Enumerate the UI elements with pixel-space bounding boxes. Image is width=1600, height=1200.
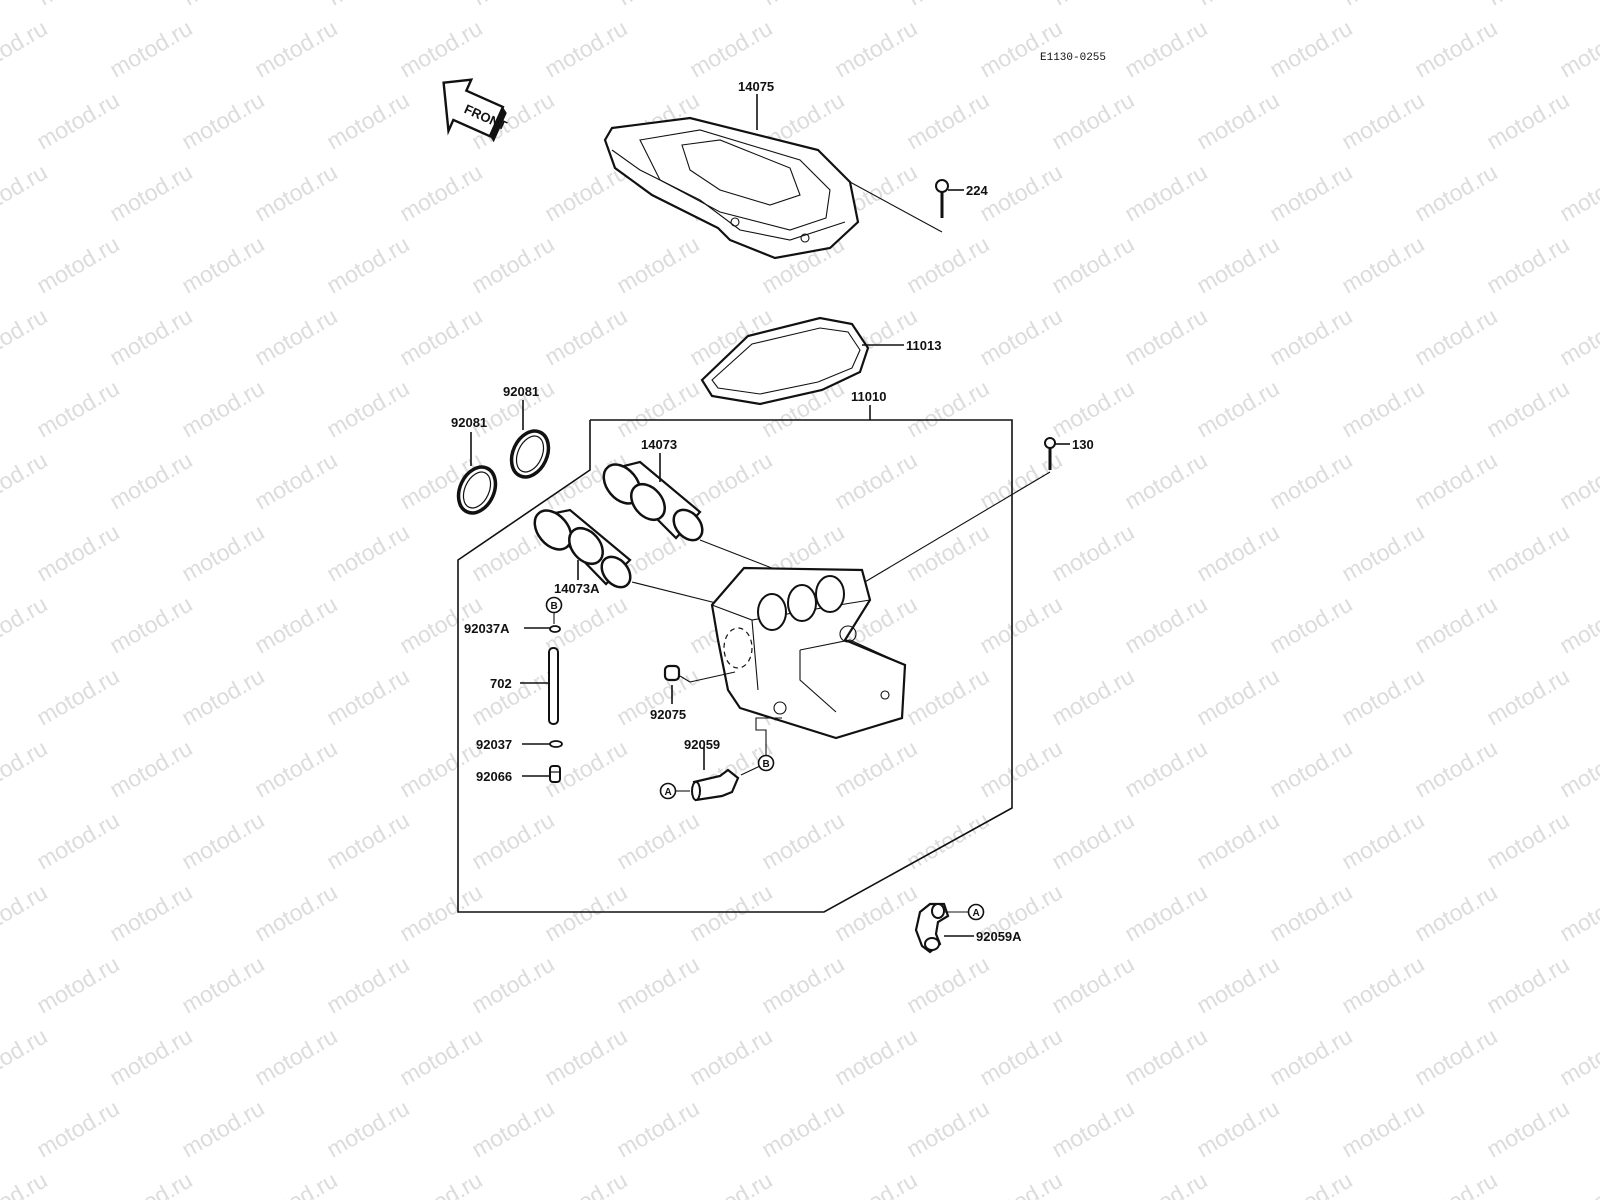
label-11013: 11013 xyxy=(906,338,941,353)
cap-guide-line xyxy=(679,675,691,683)
label-92037: 92037 xyxy=(476,737,512,752)
fitting-92059a xyxy=(914,902,950,954)
assembly-bracket-11010 xyxy=(457,419,1013,913)
bolt-guide-line xyxy=(847,471,1051,593)
svg-text:A: A xyxy=(665,787,672,798)
label-92081-right: 92081 xyxy=(503,384,539,399)
plug-92066 xyxy=(549,765,561,783)
bolt-130 xyxy=(1044,437,1056,470)
connector-a-left: A xyxy=(659,782,677,800)
cover-14075 xyxy=(603,116,860,260)
cap-92075 xyxy=(663,664,681,682)
clip-92037 xyxy=(549,740,563,748)
duct-guide-line-lower xyxy=(631,581,721,605)
screw-224 xyxy=(935,179,949,218)
o-ring-92081-right xyxy=(509,429,551,479)
label-11010: 11010 xyxy=(851,389,886,404)
label-92059a: 92059A xyxy=(976,929,1022,944)
housing-11010 xyxy=(710,566,907,740)
cap-guide-line-2 xyxy=(689,671,736,683)
connector-b-right-leader xyxy=(755,717,782,755)
reference-code: E1130-0255 xyxy=(1040,52,1106,64)
label-14075: 14075 xyxy=(738,79,774,94)
label-92066: 92066 xyxy=(476,769,512,784)
duct-14073 xyxy=(602,460,704,542)
element-11013 xyxy=(700,316,870,406)
label-92075: 92075 xyxy=(650,707,686,722)
label-92059: 92059 xyxy=(684,737,720,752)
svg-text:B: B xyxy=(551,601,558,612)
front-arrow: FRONT xyxy=(442,78,509,143)
fitting-to-b-line xyxy=(740,765,761,776)
screw-guide-line xyxy=(849,181,943,233)
connector-a-bottom: A xyxy=(967,903,985,921)
connector-b-top: B xyxy=(545,596,563,614)
label-14073: 14073 xyxy=(641,437,677,452)
clip-92037a xyxy=(549,625,561,633)
svg-text:A: A xyxy=(973,908,980,919)
duct-14073a xyxy=(533,508,632,589)
duct-guide-line-upper xyxy=(699,539,783,573)
connector-b-right: B xyxy=(757,754,775,772)
label-702: 702 xyxy=(490,676,512,691)
svg-text:B: B xyxy=(763,759,770,770)
label-224: 224 xyxy=(966,183,988,198)
label-14073a: 14073A xyxy=(554,581,600,596)
tube-702 xyxy=(548,647,559,725)
o-ring-92081-left xyxy=(456,465,498,515)
fitting-92059 xyxy=(691,768,740,802)
label-130: 130 xyxy=(1072,437,1094,452)
label-92037a: 92037A xyxy=(464,621,510,636)
label-92081-left: 92081 xyxy=(451,415,487,430)
